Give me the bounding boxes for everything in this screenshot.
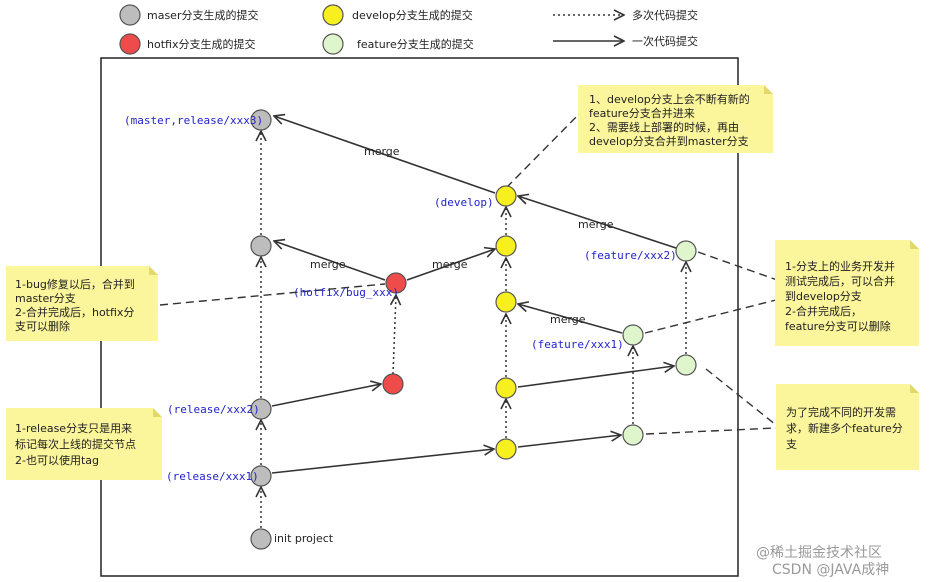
node-labels: (master,release/xxx3) (develop) (hotfix/… — [124, 114, 677, 545]
label-feature1: (feature/xxx1) — [531, 338, 624, 351]
note-hotfix-line-3: 2-合并完成后，hotfix分 — [15, 305, 134, 319]
commit-init — [250, 528, 272, 550]
commit-develop-1 — [495, 438, 517, 460]
note-top-line-4: develop分支合并到master分支 — [589, 134, 749, 148]
note-top-line-2: feature分支合并进来 — [589, 106, 695, 120]
note-feature-merge-line-4: 2-合并完成后， — [785, 304, 862, 318]
label-release2: (release/xxx2) — [167, 403, 260, 416]
commits — [250, 109, 697, 550]
commit-hotfix-1 — [382, 373, 404, 395]
commit-master-merge — [250, 235, 272, 257]
merge-label-feature1: merge — [550, 313, 586, 326]
arrow-feature1-to-develop — [518, 304, 623, 334]
commit-feature2-b — [675, 240, 697, 262]
note-line-feature1 — [644, 298, 781, 334]
note-release-line-1: 1-release分支只是用来 — [15, 422, 132, 435]
legend-develop-dot — [322, 4, 344, 26]
watermark-line-1: @稀土掘金技术社区 — [756, 545, 882, 561]
legend: maser分支生成的提交 hotfix分支生成的提交 develop分支生成的提… — [119, 4, 698, 55]
commit-feature2-a — [675, 354, 697, 376]
label-develop: (develop) — [434, 196, 494, 209]
arrow-hotfix-to-develop — [406, 249, 495, 281]
note-hotfix-line-2: master分支 — [15, 292, 76, 305]
note-release: 1-release分支只是用来 标记每次上线的提交节点 2-也可以使用tag — [6, 408, 162, 480]
legend-single-text: 一次代码提交 — [632, 34, 698, 48]
note-top-line-1: 1、develop分支上会不断有新的 — [589, 92, 750, 106]
legend-hotfix-dot — [119, 33, 141, 55]
arrow-release1-to-develop — [271, 449, 494, 474]
note-line-feature-new-a — [705, 368, 777, 426]
note-connectors — [159, 107, 781, 435]
label-feature2: (feature/xxx2) — [584, 249, 677, 262]
commit-develop-5 — [495, 185, 517, 207]
label-master-release3: (master,release/xxx3) — [124, 114, 263, 127]
merge-label-hotfix-develop: merge — [432, 258, 468, 271]
label-release1: (release/xxx1) — [166, 470, 259, 483]
note-feature-new-line-2: 求，新建多个feature分 — [786, 421, 903, 435]
note-hotfix-line-1: 1-bug修复以后，合并到 — [15, 277, 135, 291]
label-init: init project — [274, 532, 334, 545]
arrow-develop-to-feature1 — [517, 435, 621, 448]
solid-connectors — [271, 116, 677, 474]
commit-release2 — [250, 398, 272, 420]
note-feature-merge-line-2: 测试完成后，可以合并 — [785, 274, 895, 288]
commit-feature1-a — [622, 424, 644, 446]
arrow-release2-to-hotfix — [271, 384, 381, 407]
legend-multi-text: 多次代码提交 — [632, 8, 698, 22]
watermark-line-2: CSDN @JAVA成神 — [772, 562, 889, 578]
note-release-line-2: 标记每次上线的提交节点 — [15, 437, 136, 451]
note-feature-merge-line-5: feature分支可以删除 — [785, 319, 891, 333]
merge-labels: merge merge merge merge merge — [310, 145, 614, 326]
legend-master-text: maser分支生成的提交 — [147, 8, 258, 22]
legend-hotfix-text: hotfix分支生成的提交 — [147, 37, 255, 51]
merge-label-master-top: merge — [364, 145, 400, 158]
arrow-feature2-to-develop — [518, 196, 677, 249]
legend-feature-text: feature分支生成的提交 — [357, 37, 474, 51]
merge-label-feature2: merge — [578, 218, 614, 231]
commit-hotfix-2 — [385, 272, 407, 294]
note-feature-merge-line-1: 1-分支上的业务开发并 — [785, 259, 895, 273]
note-top-line-3: 2、需要线上部署的时候，再由 — [589, 120, 739, 134]
note-feature-new-line-1: 为了完成不同的开发需 — [786, 405, 896, 419]
arrow-develop-to-feature2 — [517, 366, 674, 388]
note-line-feature-new-b — [645, 427, 777, 435]
legend-develop-text: develop分支生成的提交 — [352, 8, 473, 22]
note-feature-new-line-3: 支 — [786, 438, 797, 451]
note-line-feature2 — [697, 251, 781, 282]
note-feature-merge: 1-分支上的业务开发并 测试完成后，可以合并 到develop分支 2-合并完成… — [775, 240, 919, 346]
arrow-hotfix-to-master — [274, 241, 386, 281]
legend-feature-dot — [322, 33, 344, 55]
note-line-hotfix — [159, 283, 386, 306]
dotted-connectors — [261, 131, 686, 528]
commit-develop-2 — [495, 377, 517, 399]
commit-release1 — [250, 465, 272, 487]
commit-develop-3 — [495, 291, 517, 313]
note-line-top — [507, 107, 586, 187]
note-hotfix: 1-bug修复以后，合并到 master分支 2-合并完成后，hotfix分 支… — [6, 266, 158, 341]
note-feature-merge-line-3: 到develop分支 — [785, 290, 862, 303]
commit-master-release3 — [250, 109, 272, 131]
commit-develop-4 — [495, 235, 517, 257]
label-hotfix: (hotfix/bug_xxx) — [293, 286, 399, 299]
dotted-hot1-hot2 — [393, 295, 396, 375]
note-top: 1、develop分支上会不断有新的 feature分支合并进来 2、需要线上部… — [578, 85, 773, 153]
commit-feature1-b — [622, 324, 644, 346]
watermark: @稀土掘金技术社区 CSDN @JAVA成神 — [756, 545, 889, 578]
merge-label-hotfix-master: merge — [310, 258, 346, 271]
arrow-develop-to-master — [274, 116, 496, 194]
note-hotfix-line-4: 支可以删除 — [15, 319, 70, 333]
note-feature-new: 为了完成不同的开发需 求，新建多个feature分 支 — [776, 384, 919, 470]
note-release-line-3: 2-也可以使用tag — [15, 454, 99, 467]
legend-master-dot — [119, 4, 141, 26]
